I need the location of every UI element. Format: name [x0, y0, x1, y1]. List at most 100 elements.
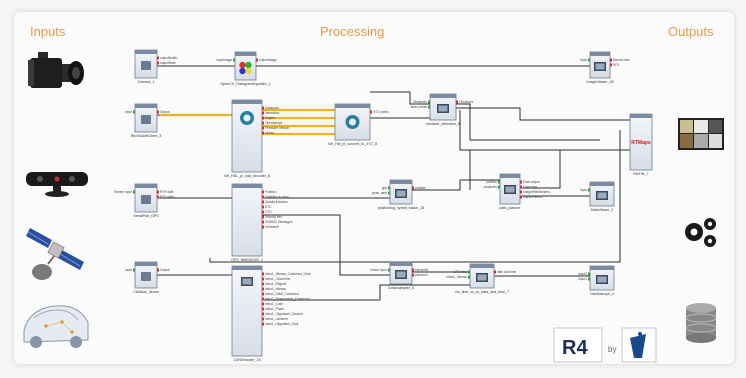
output-port-label: RTS state: [160, 195, 174, 199]
output-port[interactable]: [262, 210, 264, 214]
node-header-bar: [390, 180, 412, 184]
output-port[interactable]: [262, 297, 264, 301]
output-port[interactable]: [262, 195, 264, 199]
input-port[interactable]: [428, 100, 430, 104]
output-port-label: date and time: [497, 270, 517, 274]
input-port[interactable]: [133, 110, 135, 114]
output-port[interactable]: [262, 225, 264, 229]
output-port[interactable]: [520, 185, 522, 189]
output-port[interactable]: [262, 200, 264, 204]
output-port[interactable]: [456, 100, 458, 104]
output-port[interactable]: [157, 110, 159, 114]
input-port[interactable]: [468, 270, 470, 274]
output-port[interactable]: [262, 312, 264, 316]
input-port[interactable]: [133, 268, 135, 272]
input-port[interactable]: [588, 277, 590, 281]
input-port-label: Obstacles: [413, 100, 428, 104]
input-port[interactable]: [388, 191, 390, 195]
monitor-screen: [505, 186, 515, 193]
output-port-label: Angles: [265, 116, 275, 120]
input-port[interactable]: [233, 58, 235, 62]
output-port[interactable]: [262, 215, 264, 219]
output-port-label: nStreamE: [265, 225, 279, 229]
input-port-label: gnss_data: [372, 191, 387, 195]
output-port-label: ImageWithMarkers: [523, 190, 550, 194]
node-decoder[interactable]: Vel_HDL_pl_udp_decoder_8DistancesIntensi…: [224, 99, 290, 178]
output-port[interactable]: [262, 106, 264, 110]
output-port[interactable]: [520, 180, 522, 184]
output-port[interactable]: [262, 292, 264, 296]
input-port[interactable]: [468, 275, 470, 279]
output-port-label: Satellites in view: [265, 195, 289, 199]
node-header-bar: [590, 266, 614, 270]
output-port[interactable]: [262, 302, 264, 306]
output-port[interactable]: [262, 277, 264, 281]
output-port[interactable]: [520, 190, 522, 194]
node-box: [231, 183, 263, 257]
output-port[interactable]: [262, 287, 264, 291]
output-port[interactable]: [412, 268, 414, 272]
output-port-label: GNRMC Messages: [265, 220, 293, 224]
output-port[interactable]: [370, 110, 372, 114]
output-port[interactable]: [262, 116, 264, 120]
node-header-bar: [135, 262, 157, 266]
output-port[interactable]: [412, 186, 414, 190]
input-port[interactable]: [498, 180, 500, 184]
output-port[interactable]: [262, 220, 264, 224]
processing-header: Processing: [320, 24, 385, 39]
output-port[interactable]: [610, 63, 612, 67]
output-port[interactable]: [157, 61, 159, 65]
output-port[interactable]: [262, 317, 264, 321]
output-port[interactable]: [262, 205, 264, 209]
output-port[interactable]: [494, 270, 496, 274]
output-port[interactable]: [520, 195, 522, 199]
node-can-decoder[interactable]: CANDecoder_15Infos1_Vitesse_Carburant_Li…: [231, 265, 311, 362]
input-port-label: gps: [382, 186, 388, 190]
output-port[interactable]: [262, 282, 264, 286]
output-port[interactable]: [262, 111, 264, 115]
input-port[interactable]: [588, 272, 590, 276]
output-port[interactable]: [262, 131, 264, 135]
output-port[interactable]: [157, 56, 159, 60]
output-port[interactable]: [262, 307, 264, 311]
output-port[interactable]: [256, 58, 258, 62]
output-port-label: Distances: [265, 106, 279, 110]
node-header-bar: [232, 266, 262, 270]
output-port[interactable]: [262, 121, 264, 125]
car-sensors-icon: [23, 305, 89, 348]
input-port[interactable]: [388, 268, 390, 272]
input-port[interactable]: [428, 105, 430, 109]
output-port[interactable]: [262, 272, 264, 276]
node-fusion[interactable]: positioning_hybrid_fusion_15gpsgnss_data…: [372, 179, 426, 210]
output-port[interactable]: [262, 190, 264, 194]
input-port[interactable]: [133, 190, 135, 194]
node-header-bar: [390, 262, 412, 266]
output-port[interactable]: [157, 268, 159, 272]
output-port[interactable]: [412, 273, 414, 277]
output-port[interactable]: [262, 126, 264, 130]
output-port[interactable]: [157, 190, 159, 194]
input-port[interactable]: [498, 185, 500, 189]
input-port-label: Input: [125, 110, 132, 114]
input-port[interactable]: [388, 186, 390, 190]
input-port[interactable]: [588, 188, 590, 192]
output-port[interactable]: [157, 195, 159, 199]
output-port[interactable]: [610, 58, 612, 62]
input-port[interactable]: [588, 58, 590, 62]
output-port[interactable]: [262, 322, 264, 326]
